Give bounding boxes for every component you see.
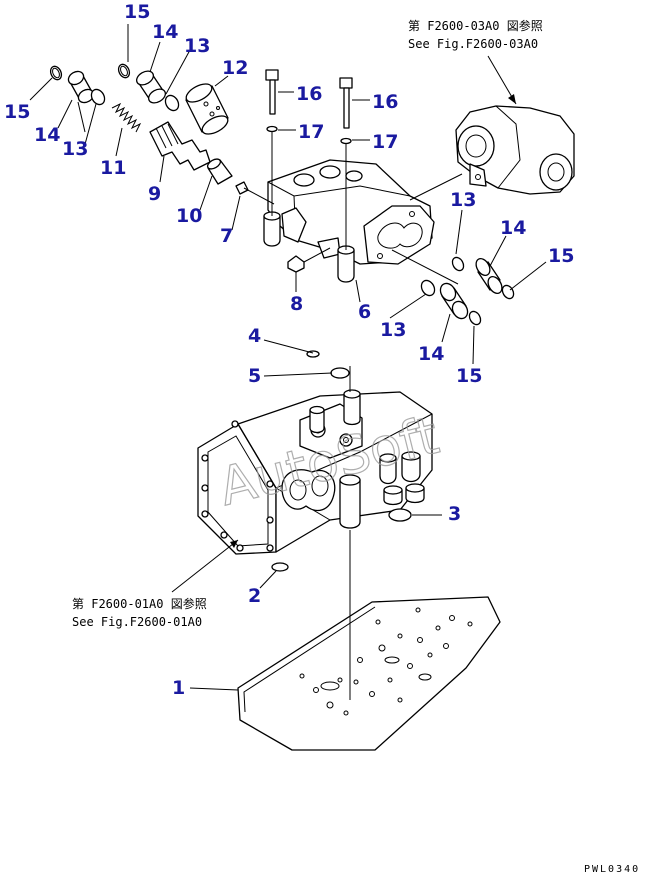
leader-lines — [29, 24, 547, 691]
gasket-3 — [388, 508, 412, 522]
callout-5: 5 — [248, 365, 261, 387]
callout-3: 3 — [448, 503, 461, 525]
reference-top-en: See Fig.F2600-03A0 — [408, 37, 538, 51]
callout-numbers: 15 14 13 12 15 14 13 11 9 10 7 16 16 17 … — [4, 1, 574, 699]
callout-2: 2 — [248, 585, 261, 607]
snap-ring-15-b — [117, 63, 131, 79]
reference-mid-en: See Fig.F2600-01A0 — [72, 615, 202, 629]
separator-plate — [237, 596, 501, 751]
callout-14: 14 — [418, 343, 444, 365]
callout-6: 6 — [358, 301, 371, 323]
sleeve-12 — [185, 83, 229, 135]
reference-top-jp: 第 F2600-03A0 図参照 — [408, 18, 543, 33]
callout-4: 4 — [248, 325, 261, 347]
callout-10: 10 — [176, 205, 202, 227]
reference-mid-jp: 第 F2600-01A0 図参照 — [72, 596, 207, 611]
callout-15: 15 — [456, 365, 482, 387]
bolt-16-a — [265, 69, 279, 115]
callout-12: 12 — [222, 57, 248, 79]
lower-valve-body — [197, 389, 433, 555]
callout-8: 8 — [290, 293, 303, 315]
plug-14-d — [439, 282, 469, 320]
upper-valve-body — [263, 159, 435, 283]
drawing-code: PWL0340 — [584, 864, 640, 875]
snap-ring-15-d — [468, 310, 482, 326]
callout-16: 16 — [372, 91, 398, 113]
plug-14-b — [135, 70, 167, 104]
callout-7: 7 — [220, 225, 233, 247]
washer-17-b — [340, 137, 352, 145]
callout-14: 14 — [500, 217, 526, 239]
callout-15: 15 — [4, 101, 30, 123]
callout-14: 14 — [34, 124, 60, 146]
callout-13: 13 — [184, 35, 210, 57]
callout-14: 14 — [152, 21, 178, 43]
callout-13: 13 — [450, 189, 476, 211]
callout-1: 1 — [172, 677, 185, 699]
o-ring-13-c — [451, 256, 465, 272]
snap-ring-15-a — [49, 65, 63, 81]
pin-7 — [235, 181, 275, 205]
o-ring-13-d — [420, 279, 436, 297]
callout-15: 15 — [548, 245, 574, 267]
o-ring-13-b — [164, 94, 180, 112]
plug-14-c — [475, 257, 503, 295]
bolt-16-b — [339, 77, 353, 129]
callout-15: 15 — [124, 1, 150, 23]
callout-11: 11 — [100, 157, 126, 179]
referenced-housing — [455, 105, 575, 195]
callout-13: 13 — [62, 138, 88, 160]
spring-11 — [111, 102, 142, 133]
callout-16: 16 — [296, 83, 322, 105]
bolt-8 — [287, 247, 331, 273]
fitting-10 — [206, 158, 233, 185]
callout-17: 17 — [372, 131, 398, 153]
snap-ring-15-c — [501, 284, 515, 300]
gasket-5 — [330, 367, 350, 379]
callout-9: 9 — [148, 183, 161, 205]
callout-17: 17 — [298, 121, 324, 143]
o-ring-13-a — [90, 88, 106, 106]
callout-13: 13 — [380, 319, 406, 341]
washer-17-a — [266, 125, 278, 133]
gasket-2 — [271, 562, 289, 572]
plug-14-a — [67, 70, 95, 104]
